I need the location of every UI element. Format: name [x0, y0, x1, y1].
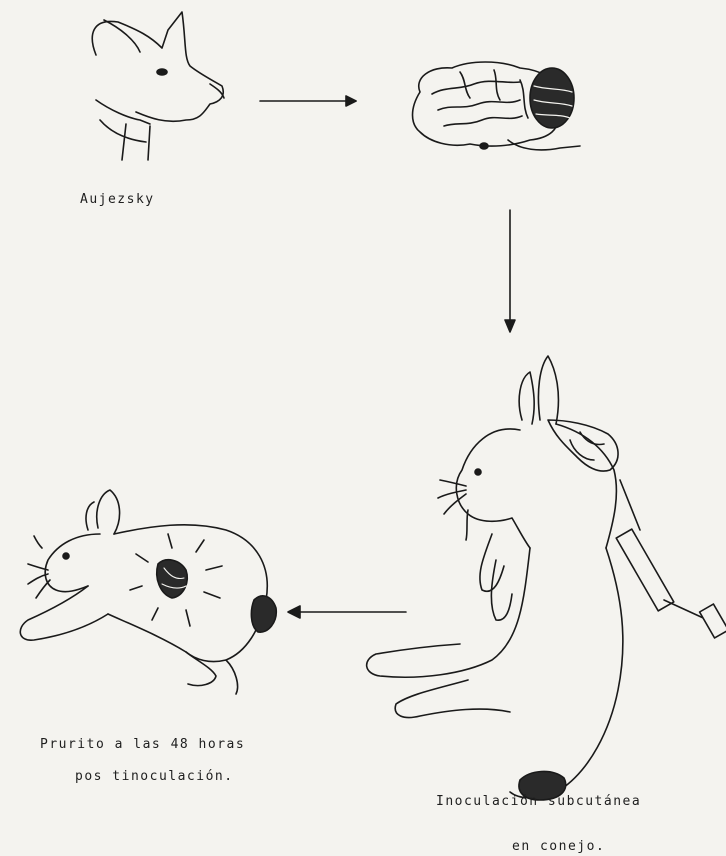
caption-aujezsky: Aujezsky	[80, 192, 155, 207]
arrow-pig-to-brain	[260, 96, 356, 106]
caption-inoculation-line1: Inoculación subcutánea	[436, 794, 641, 809]
arrow-brain-to-rabbit	[505, 210, 515, 332]
caption-pruritus-line1: Prurito a las 48 horas	[40, 737, 245, 752]
syringe-icon	[616, 480, 726, 638]
inoculated-rabbit-icon	[367, 356, 623, 800]
brain-icon	[413, 62, 581, 150]
arrow-rabbit-to-pruritus	[288, 606, 406, 618]
caption-inoculation-line2: en conejo.	[512, 839, 605, 854]
caption-pruritus-line2: pos tinoculación.	[75, 769, 234, 784]
pig-head-icon	[92, 12, 224, 160]
pruritus-rabbit-icon	[20, 490, 276, 694]
